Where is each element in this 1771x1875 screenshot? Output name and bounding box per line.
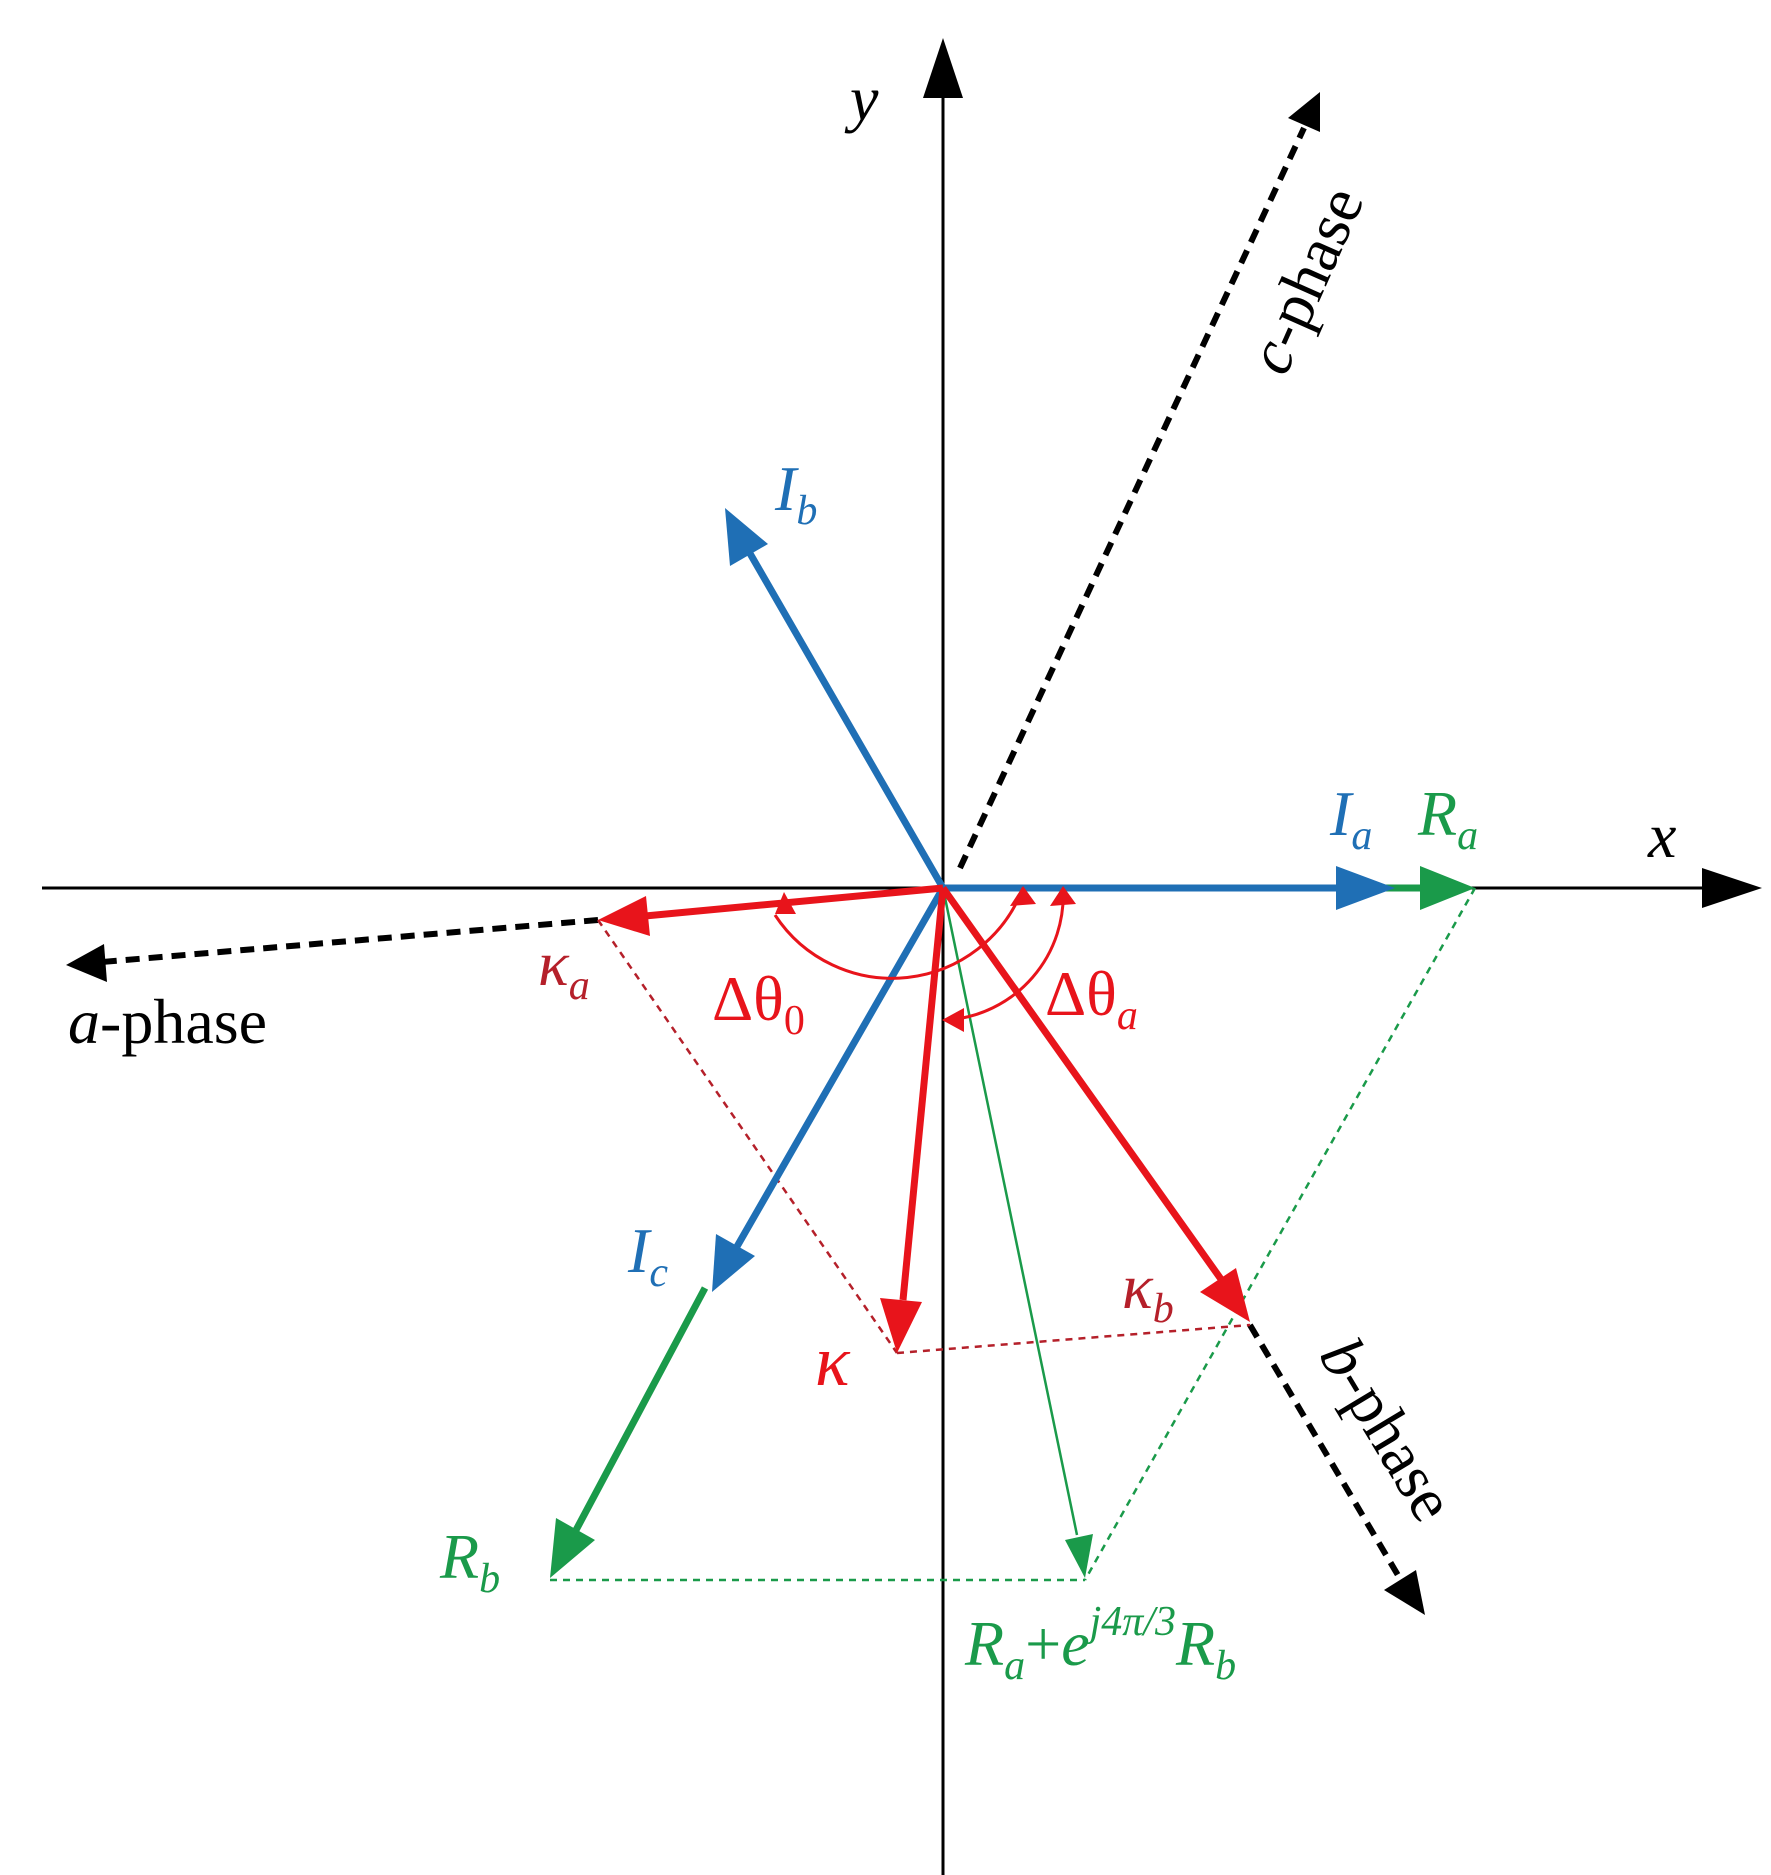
kappa-b-sub: b: [1153, 1286, 1174, 1332]
ra-to-sum-dash: [1083, 887, 1477, 1581]
delta-theta-0-arrow-x: [1010, 886, 1036, 906]
sum-phasor: [941, 887, 1079, 1536]
kappa-a-phasor: [644, 884, 944, 920]
ib-main: I: [774, 453, 799, 524]
c-phase-axis: [957, 126, 1307, 870]
ia-main: I: [1329, 778, 1354, 849]
delta-theta-a-arc: [947, 887, 1065, 1022]
c-phase-label: c-phase: [1233, 176, 1377, 383]
kappa-a-to-kappa-dash: [596, 919, 899, 1354]
kappa-phasors: [598, 884, 1250, 1353]
a-phase-label: a-phase: [68, 986, 267, 1057]
ia-label: Ia: [1329, 778, 1372, 859]
sum-label: Ra+ej4π/3Rb: [964, 1599, 1236, 1689]
phase-axes: [66, 92, 1425, 1615]
x-axis-arrowhead: [1702, 868, 1762, 908]
b-phase-suffix: -phase: [1322, 1353, 1469, 1533]
kappa-a-arrowhead: [598, 896, 650, 936]
delta-theta-a-main: Δθ: [1045, 958, 1117, 1029]
delta-theta-0-arc: [773, 887, 1025, 980]
kappa-b-label: κb: [1122, 1251, 1174, 1332]
kappa-a-main: κ: [538, 928, 570, 999]
delta-theta-0-main: Δθ: [712, 963, 784, 1034]
ic-arrowhead: [712, 1234, 755, 1292]
sum-arrowhead: [1065, 1534, 1093, 1578]
delta-theta-a-label: Δθa: [1045, 958, 1138, 1039]
ic-label: Ic: [627, 1215, 668, 1296]
delta-theta-0-sub: 0: [784, 998, 805, 1044]
ia-arrowhead: [1336, 866, 1395, 910]
kappa-label: κ: [815, 1321, 851, 1401]
ib-arrowhead: [725, 508, 768, 566]
delta-theta-a-sub: a: [1117, 993, 1138, 1039]
b-phase-label: b-phase: [1306, 1326, 1469, 1533]
sum-r2: R: [1175, 1608, 1215, 1679]
sum-sub2: b: [1215, 1643, 1236, 1689]
a-phase-suffix: -phase: [100, 986, 267, 1057]
sum-r1: R: [964, 1608, 1004, 1679]
sum-plus: +: [1025, 1608, 1061, 1679]
a-phase-letter: a: [68, 986, 100, 1057]
angle-arcs: [773, 886, 1076, 1032]
b-phase-axis: [1247, 1323, 1405, 1584]
ic-sub: c: [649, 1250, 668, 1296]
sum-sub1: a: [1004, 1643, 1025, 1689]
delta-theta-a-arrow-x: [1050, 886, 1076, 906]
kappa-b-arrowhead: [1200, 1268, 1250, 1322]
ib-label: Ib: [774, 453, 817, 534]
current-phasors: [712, 508, 1395, 1292]
delta-theta-a-arrow-k: [942, 1008, 964, 1032]
ib-sub: b: [796, 488, 817, 534]
c-phase-arrowhead: [1288, 92, 1320, 132]
construction-lines: [550, 887, 1477, 1582]
rb-label: Rb: [439, 1521, 500, 1602]
ia-sub: a: [1351, 813, 1372, 859]
ic-main: I: [627, 1215, 652, 1286]
a-phase-arrowhead: [66, 944, 107, 982]
x-axis-label: x: [1647, 800, 1676, 871]
y-axis-arrowhead: [923, 38, 963, 98]
kappa-phasor: [899, 887, 947, 1301]
rb-phasor: [571, 1286, 709, 1534]
resistance-phasors: [550, 866, 1475, 1578]
delta-theta-0-arrow-ka: [775, 892, 796, 914]
rb-sub: b: [479, 1556, 500, 1602]
c-phase-suffix: -phase: [1244, 176, 1377, 357]
ra-main: R: [1417, 778, 1457, 849]
rb-main: R: [439, 1521, 479, 1592]
a-phase-axis: [101, 917, 599, 965]
ra-sub: a: [1457, 813, 1478, 859]
ra-label: Ra: [1417, 778, 1478, 859]
y-axis-label: y: [844, 63, 879, 134]
kappa-a-sub: a: [569, 963, 590, 1009]
kappa-arrowhead: [880, 1298, 922, 1353]
ra-arrowhead: [1420, 866, 1475, 910]
sum-exp: j4π/3: [1085, 1599, 1176, 1645]
rb-arrowhead: [550, 1518, 595, 1578]
ic-phasor: [731, 886, 947, 1252]
b-phase-arrowhead: [1384, 1570, 1425, 1615]
kappa-b-phasor: [940, 885, 1226, 1285]
kappa-to-kappa-b-dash: [896, 1323, 1251, 1355]
ib-phasor: [744, 548, 947, 890]
delta-theta-0-label: Δθ0: [712, 963, 805, 1044]
kappa-b-main: κ: [1122, 1251, 1154, 1322]
kappa-a-label: κa: [538, 928, 590, 1009]
sum-e: e: [1061, 1608, 1089, 1679]
